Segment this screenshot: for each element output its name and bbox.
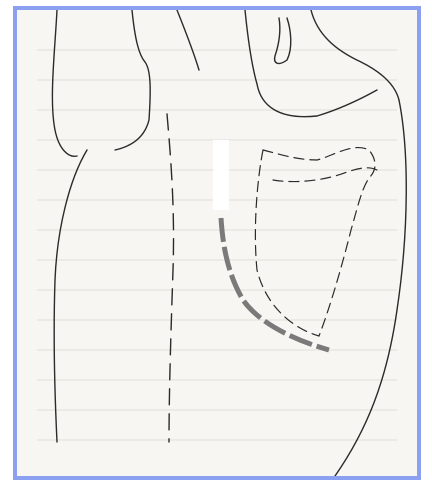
anatomical-line-drawing (17, 10, 417, 476)
back-contour (177, 10, 199, 70)
neck-outline (311, 10, 399, 100)
left-arm-outline (52, 10, 77, 156)
bleed-through-texture (37, 50, 397, 440)
shoulder-outline (245, 10, 377, 117)
figure-frame (13, 6, 421, 480)
ear-contour (275, 18, 291, 63)
scapula-outline (255, 148, 375, 336)
incision-line (221, 218, 329, 350)
spine-line (167, 114, 174, 442)
highlight-band (213, 140, 229, 210)
torso-right-contour (335, 100, 406, 476)
torso-left-contour (54, 150, 87, 442)
